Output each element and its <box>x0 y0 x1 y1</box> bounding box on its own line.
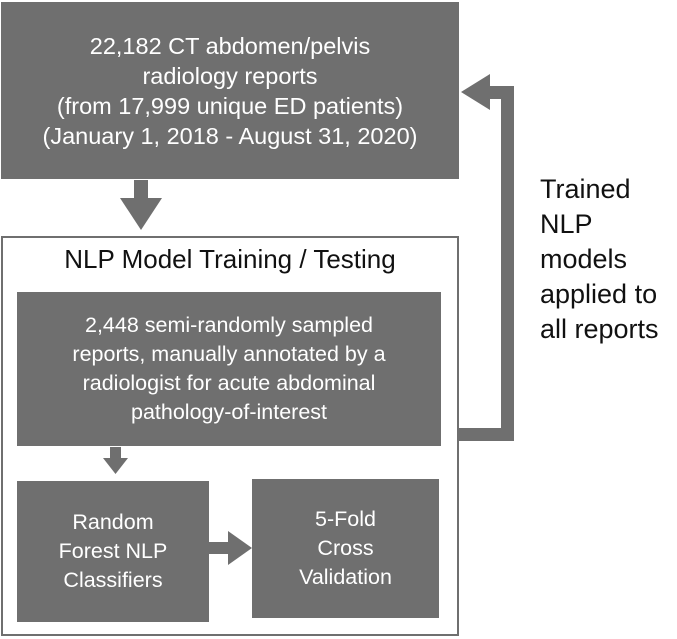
feedback-label-line: NLP <box>540 209 593 239</box>
feedback-label-line: applied to <box>540 279 658 309</box>
validation-box: 5-Fold Cross Validation <box>252 479 439 618</box>
classifier-line: Random <box>72 510 154 534</box>
annotation-box: 2,448 semi-randomly sampled reports, man… <box>17 292 441 446</box>
validation-line: Validation <box>299 565 392 589</box>
down-arrow-to-panel <box>120 180 162 230</box>
classifier-box: Random Forest NLP Classifiers <box>17 481 209 622</box>
classifier-line: Forest NLP <box>58 539 168 563</box>
down-arrow-to-classifier <box>103 447 128 474</box>
source-reports-box: 22,182 CT abdomen/pelvis radiology repor… <box>1 2 459 179</box>
right-arrow-to-validation <box>209 531 252 565</box>
feedback-label-line: all reports <box>540 314 659 344</box>
feedback-label: Trained NLP models applied to all report… <box>540 172 659 347</box>
source-reports-line: (January 1, 2018 - August 31, 2020) <box>42 122 418 149</box>
classifier-line: Classifiers <box>63 568 163 592</box>
source-reports-line: 22,182 CT abdomen/pelvis <box>89 32 371 59</box>
feedback-label-line: models <box>540 244 628 274</box>
source-reports-line: (from 17,999 unique ED patients) <box>56 92 404 119</box>
feedback-loop-arrow <box>459 74 514 441</box>
annotation-line: reports, manually annotated by a <box>72 342 386 366</box>
feedback-label-line: Trained <box>540 174 631 204</box>
validation-line: Cross <box>317 536 374 560</box>
annotation-line: radiologist for acute abdominal <box>82 371 376 395</box>
source-reports-line: radiology reports <box>142 62 318 89</box>
training-testing-title: NLP Model Training / Testing <box>64 244 396 274</box>
annotation-line: pathology-of-interest <box>131 400 327 424</box>
validation-line: 5-Fold <box>315 507 376 531</box>
annotation-line: 2,448 semi-randomly sampled <box>85 313 373 337</box>
